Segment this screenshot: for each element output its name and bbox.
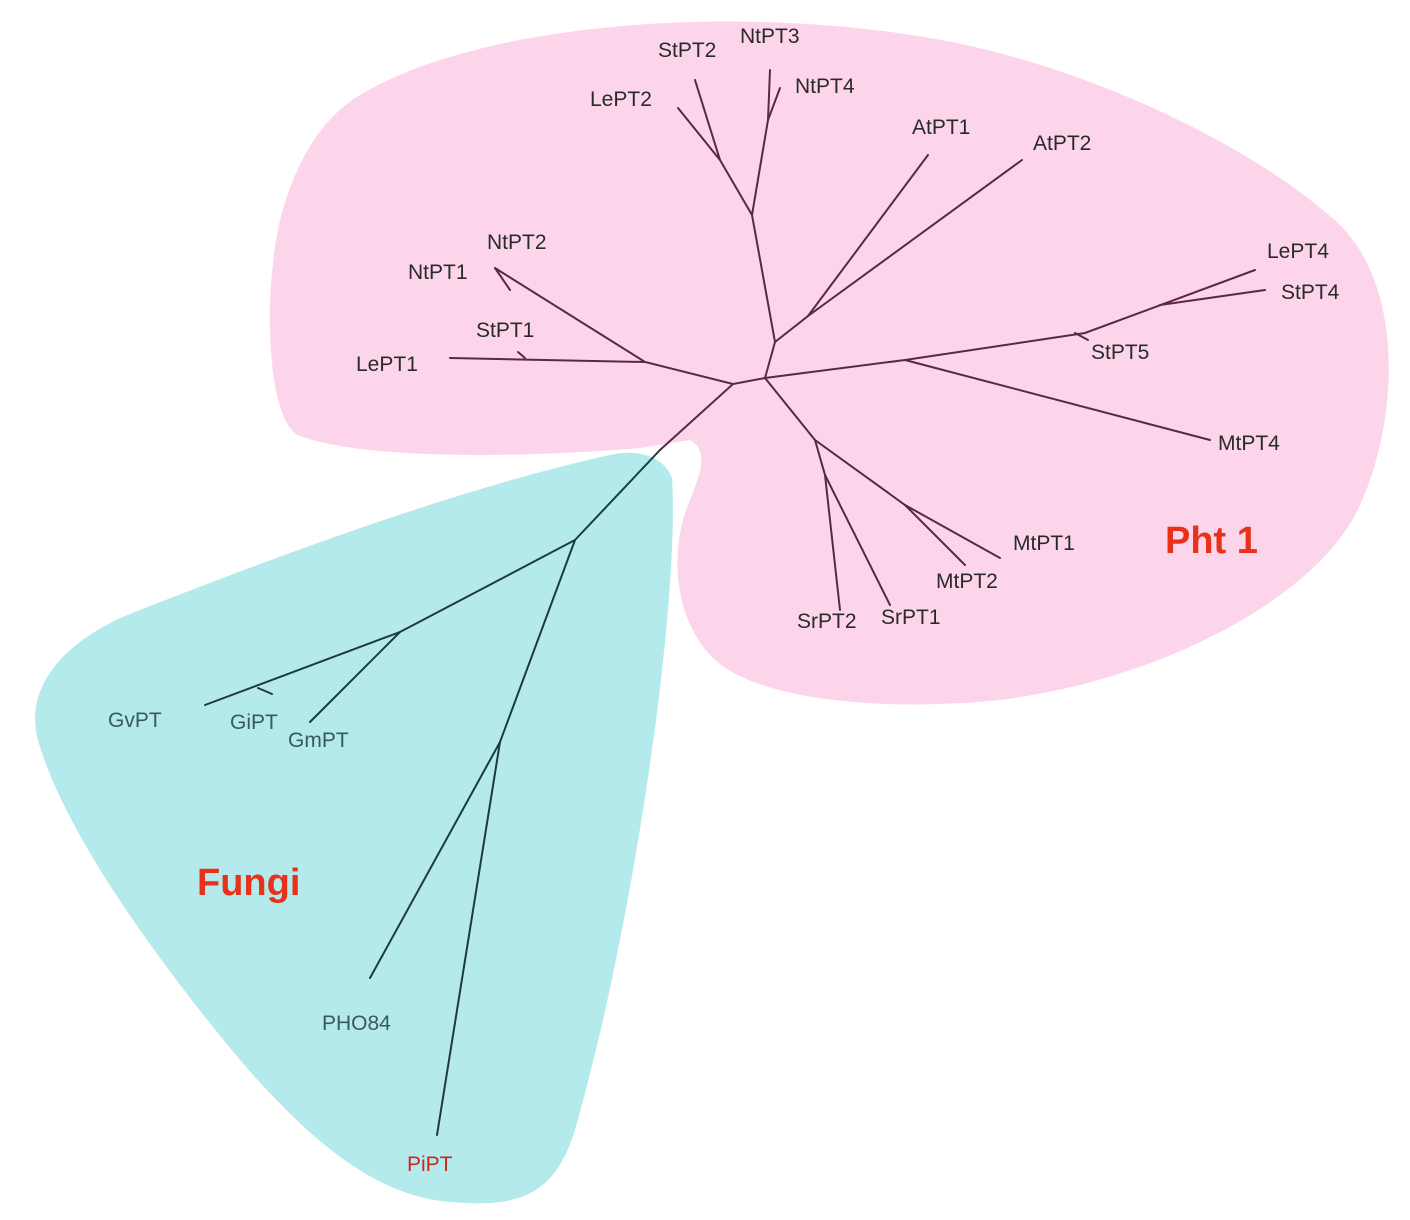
leaf-label-ntpt4: NtPT4 [795,75,855,98]
leaf-label-stpt2: StPT2 [658,39,716,62]
leaf-label-ntpt2: NtPT2 [487,231,547,254]
pht1-region [269,21,1389,705]
leaf-label-lept2: LePT2 [590,88,652,111]
fungi-branches [204,449,661,1136]
leaf-label-mtpt4: MtPT4 [1218,432,1280,455]
leaf-label-gvpt: GvPT [108,709,162,732]
group-label-pht1: Pht 1 [1165,520,1258,562]
group-label-fungi: Fungi [197,862,300,904]
leaf-label-gmpt: GmPT [288,729,349,752]
leaf-label-ntpt1: NtPT1 [408,261,468,284]
fungi-labels: GvPT GiPT GmPT PHO84 PiPT [108,709,453,1176]
leaf-label-stpt4: StPT4 [1281,281,1340,304]
pht1-labels: StPT2 NtPT3 NtPT4 LePT2 AtPT1 AtPT2 NtPT… [356,25,1340,633]
leaf-label-pho84: PHO84 [322,1012,391,1035]
leaf-label-srpt1: SrPT1 [881,606,941,629]
leaf-label-gipt: GiPT [230,711,278,734]
leaf-label-atpt1: AtPT1 [912,116,970,139]
leaf-label-ntpt3: NtPT3 [740,25,800,48]
leaf-label-stpt5: StPT5 [1091,341,1149,364]
fungi-region [35,452,673,1204]
leaf-label-pipt: PiPT [407,1153,453,1176]
leaf-label-srpt2: SrPT2 [797,610,857,633]
leaf-label-atpt2: AtPT2 [1033,132,1091,155]
leaf-label-lept4: LePT4 [1267,240,1329,263]
leaf-label-stpt1: StPT1 [476,319,534,342]
leaf-label-lept1: LePT1 [356,353,418,376]
leaf-label-mtpt1: MtPT1 [1013,532,1075,555]
pht1-branches [449,69,1266,611]
leaf-label-mtpt2: MtPT2 [936,570,998,593]
